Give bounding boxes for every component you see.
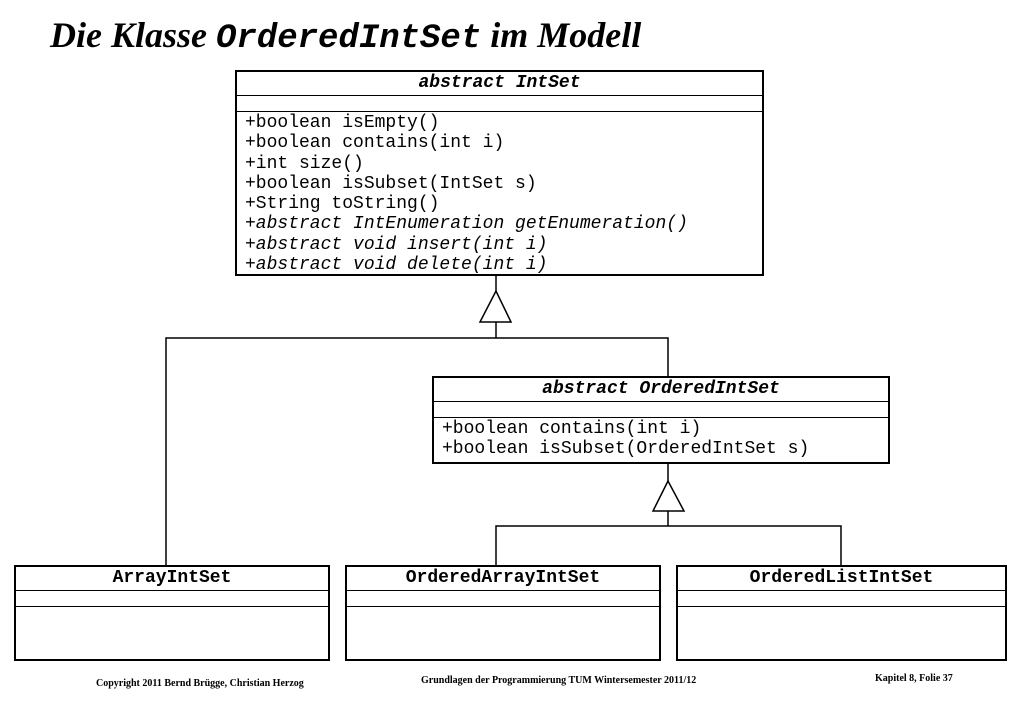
abstract-operation: +abstract void delete(int i)	[245, 255, 548, 276]
abstract-operation: +abstract IntEnumeration getEnumeration(…	[245, 214, 688, 235]
ordered-generalization-triangle	[651, 479, 686, 512]
class-name: OrderedArrayIntSet	[347, 567, 659, 591]
abstract-operation: +abstract void insert(int i)	[245, 234, 548, 255]
ordered-branch-connector	[495, 525, 842, 566]
attributes-compartment	[434, 402, 888, 418]
class-name: OrderedListIntSet	[678, 567, 1005, 591]
slide-title: Die Klasse OrderedIntSet im Modell	[50, 14, 641, 58]
class-ordered-array-intset: OrderedArrayIntSet	[345, 565, 661, 661]
operation: +boolean isSubset(IntSet s)	[245, 173, 537, 194]
class-name: ArrayIntSet	[16, 567, 328, 591]
footer-page: Kapitel 8, Folie 37	[875, 673, 953, 684]
class-name: abstract IntSet	[237, 72, 762, 96]
class-ordered-intset: abstract OrderedIntSet +boolean contains…	[432, 376, 890, 464]
footer-copyright: Copyright 2011 Bernd Brügge, Christian H…	[96, 678, 304, 689]
operations-compartment: +boolean contains(int i) +boolean isSubs…	[434, 418, 888, 460]
operation: +boolean isSubset(OrderedIntSet s)	[442, 439, 810, 460]
title-prefix: Die Klasse	[50, 15, 216, 55]
class-array-intset: ArrayIntSet	[14, 565, 330, 661]
operation: +int size()	[245, 153, 364, 174]
attributes-compartment	[16, 591, 328, 607]
class-name: abstract OrderedIntSet	[434, 378, 888, 402]
class-ordered-list-intset: OrderedListIntSet	[676, 565, 1007, 661]
footer-course: Grundlagen der Programmierung TUM Winter…	[421, 675, 697, 686]
attributes-compartment	[347, 591, 659, 607]
operations-compartment: +boolean isEmpty() +boolean contains(int…	[237, 112, 762, 275]
intset-branch-connector	[165, 337, 669, 566]
intset-generalization-triangle	[478, 289, 513, 323]
class-intset: abstract IntSet +boolean isEmpty() +bool…	[235, 70, 764, 276]
operation: +String toString()	[245, 194, 440, 215]
operation: +boolean contains(int i)	[245, 133, 505, 154]
operation: +boolean contains(int i)	[442, 419, 702, 439]
operation: +boolean isEmpty()	[245, 113, 440, 133]
title-suffix: im Modell	[481, 15, 642, 55]
attributes-compartment	[237, 96, 762, 112]
attributes-compartment	[678, 591, 1005, 607]
title-class-name: OrderedIntSet	[216, 20, 482, 58]
